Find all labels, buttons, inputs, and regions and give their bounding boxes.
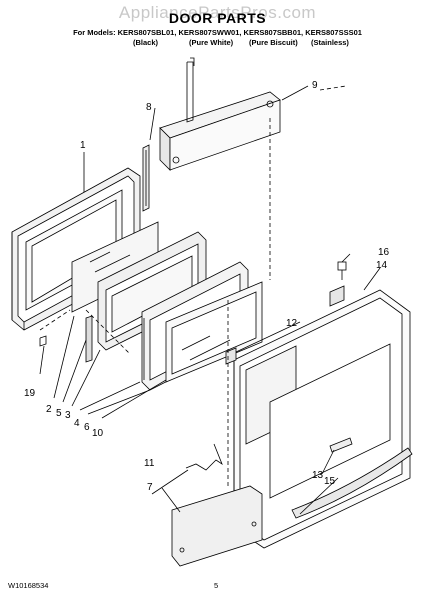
- callout-6: 6: [84, 422, 90, 433]
- color-stainless: (Stainless): [311, 38, 349, 47]
- color-pure-biscuit: (Pure Biscuit): [249, 38, 298, 47]
- color-black: (Black): [133, 38, 159, 47]
- callout-5: 5: [56, 408, 62, 419]
- part-7-bottom-panel: [171, 485, 263, 567]
- doc-number: W10168534: [8, 581, 49, 590]
- part-1-outer-door: [11, 167, 141, 331]
- callout-1: 1: [80, 140, 86, 151]
- callout-4: 4: [74, 418, 80, 429]
- callout-3: 3: [65, 410, 71, 421]
- part-11-hinge-spring: [185, 443, 223, 471]
- part-13-bracket: [329, 437, 353, 453]
- callout-10: 10: [92, 428, 104, 439]
- callout-14: 14: [376, 260, 388, 271]
- watermark: AppliancePartsPros.com: [118, 3, 317, 22]
- callout-8: 8: [146, 102, 152, 113]
- part-19-hinge-stop: [39, 335, 47, 347]
- callout-11: 11: [144, 458, 155, 469]
- leader-lines: [39, 85, 381, 515]
- alignment-lines: [39, 85, 347, 486]
- part-8-side-channel: [142, 144, 150, 212]
- callout-15: 15: [324, 476, 336, 487]
- callout-16: 16: [378, 247, 390, 258]
- part-5-hinge: [85, 315, 93, 363]
- callout-7: 7: [147, 482, 153, 493]
- callout-9: 9: [312, 80, 318, 91]
- page-title: DOOR PARTS: [168, 10, 267, 26]
- callout-19: 19: [24, 388, 36, 399]
- callout-13: 13: [312, 470, 324, 481]
- part-3-window-pack: [97, 231, 207, 351]
- callout-12: 12: [286, 318, 298, 329]
- color-pure-white: (Pure White): [189, 38, 234, 47]
- part-16-screw: [337, 261, 347, 280]
- part-9-vent-panel: [159, 57, 281, 171]
- callout-2: 2: [46, 404, 52, 415]
- page-number: 5: [214, 581, 219, 590]
- part-15-handle: [291, 447, 413, 519]
- part-10-inner-glass: [165, 281, 263, 383]
- model-list: For Models: KERS807SBL01, KERS807SWW01, …: [73, 28, 362, 37]
- part-12-latch: [225, 285, 345, 365]
